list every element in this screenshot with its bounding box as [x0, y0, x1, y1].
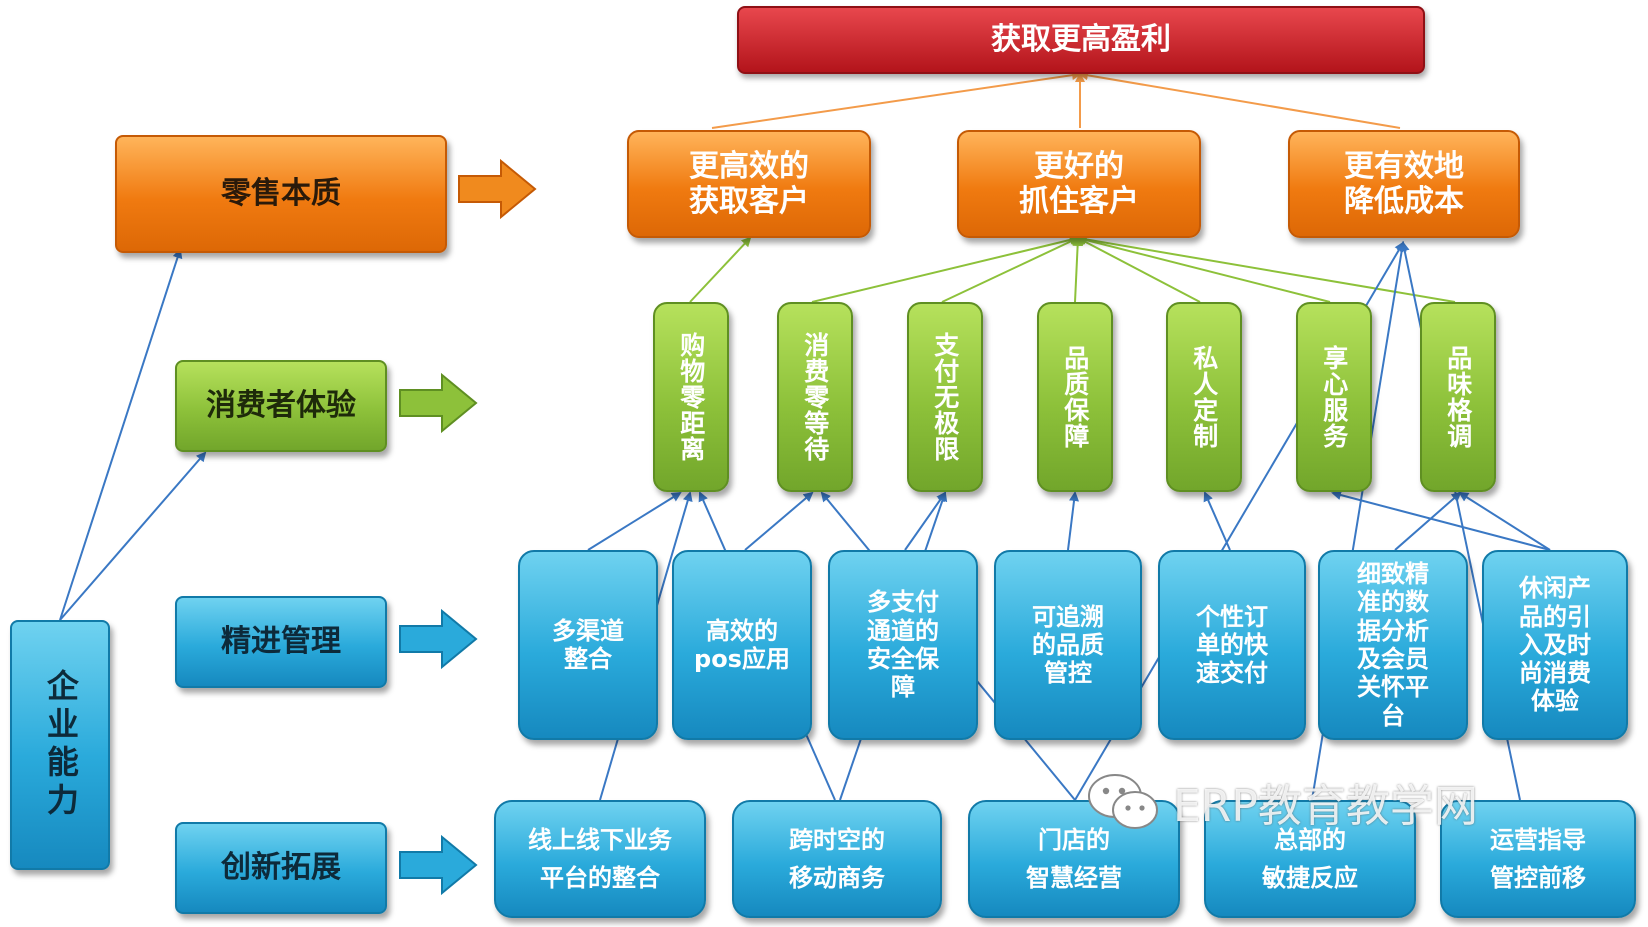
management-box-3: 多支付 通道的 安全保 障 [828, 550, 978, 740]
innovation-box-2: 跨时空的 移动商务 [732, 800, 942, 918]
experience-box-5: 私人定制 [1166, 302, 1242, 492]
watermark-text: ERP教育教学网 [1173, 781, 1478, 832]
experience-label-6: 享心服务 [1319, 345, 1349, 449]
objective-box-2: 更好的 抓住客户 [957, 130, 1201, 238]
management-label-4: 可追溯 的品质 管控 [1032, 602, 1104, 688]
experience-box-1: 购物零距离 [653, 302, 729, 492]
goal-box: 获取更高盈利 [737, 6, 1425, 74]
innovation-box-1: 线上线下业务 平台的整合 [494, 800, 706, 918]
innovation-box-4: 总部的 敏捷反应 [1204, 800, 1416, 918]
level-innovation-label: 创新拓展 [221, 850, 341, 886]
experience-box-2: 消费零等待 [777, 302, 853, 492]
management-box-1: 多渠道 整合 [518, 550, 658, 740]
capability-box: 企业能力 [10, 620, 110, 870]
objective-box-1: 更高效的 获取客户 [627, 130, 871, 238]
management-box-2: 高效的 pos应用 [672, 550, 812, 740]
arrow-right-icon [458, 158, 537, 220]
innovation-label-2: 跨时空的 移动商务 [789, 825, 885, 892]
experience-label-4: 品质保障 [1060, 345, 1090, 449]
experience-label-3: 支付无极限 [930, 332, 960, 462]
management-box-4: 可追溯 的品质 管控 [994, 550, 1142, 740]
green-connectors [689, 234, 1456, 303]
experience-box-4: 品质保障 [1037, 302, 1113, 492]
innovation-label-1: 线上线下业务 平台的整合 [528, 825, 672, 892]
watermark: ERP教育教学网 [1085, 770, 1478, 834]
objective-label-2: 更好的 抓住客户 [1019, 148, 1139, 219]
level-retail-label: 零售本质 [221, 176, 341, 212]
management-label-1: 多渠道 整合 [552, 616, 624, 673]
innovation-box-5: 运营指导 管控前移 [1440, 800, 1636, 918]
management-box-7: 休闲产 品的引 入及时 尚消费 体验 [1482, 550, 1628, 740]
innovation-label-5: 运营指导 管控前移 [1490, 825, 1586, 892]
experience-label-5: 私人定制 [1189, 345, 1219, 449]
level-lean-label: 精进管理 [221, 624, 341, 660]
management-box-6: 细致精 准的数 据分析 及会员 关怀平 台 [1318, 550, 1468, 740]
management-label-6: 细致精 准的数 据分析 及会员 关怀平 台 [1357, 560, 1429, 730]
experience-label-7: 品味格调 [1443, 345, 1473, 449]
level-innovation-box: 创新拓展 [175, 822, 387, 914]
experience-box-7: 品味格调 [1420, 302, 1496, 492]
level-consumer-box: 消费者体验 [175, 360, 387, 452]
arrow-right-icon [399, 608, 478, 670]
arrow-right-icon [399, 372, 478, 434]
level-consumer-label: 消费者体验 [206, 388, 356, 424]
innovation-label-3: 门店的 智慧经营 [1026, 825, 1122, 892]
experience-label-2: 消费零等待 [800, 332, 830, 462]
orange-connectors [711, 70, 1401, 129]
experience-label-1: 购物零距离 [676, 332, 706, 462]
experience-box-3: 支付无极限 [907, 302, 983, 492]
management-label-3: 多支付 通道的 安全保 障 [867, 588, 939, 702]
objective-label-1: 更高效的 获取客户 [689, 148, 809, 219]
level-retail-box: 零售本质 [115, 135, 447, 253]
management-box-5: 个性订 单的快 速交付 [1158, 550, 1306, 740]
objective-box-3: 更有效地 降低成本 [1288, 130, 1520, 238]
innovation-label-4: 总部的 敏捷反应 [1262, 825, 1358, 892]
level-lean-box: 精进管理 [175, 596, 387, 688]
capability-label: 企业能力 [41, 669, 80, 821]
management-label-7: 休闲产 品的引 入及时 尚消费 体验 [1519, 574, 1591, 716]
wechat-icon [1088, 774, 1158, 829]
goal-label: 获取更高盈利 [991, 22, 1171, 58]
management-label-2: 高效的 pos应用 [694, 616, 790, 673]
management-label-5: 个性订 单的快 速交付 [1196, 602, 1268, 688]
experience-box-6: 享心服务 [1296, 302, 1372, 492]
arrow-right-icon [399, 834, 478, 896]
objective-label-3: 更有效地 降低成本 [1344, 148, 1464, 219]
